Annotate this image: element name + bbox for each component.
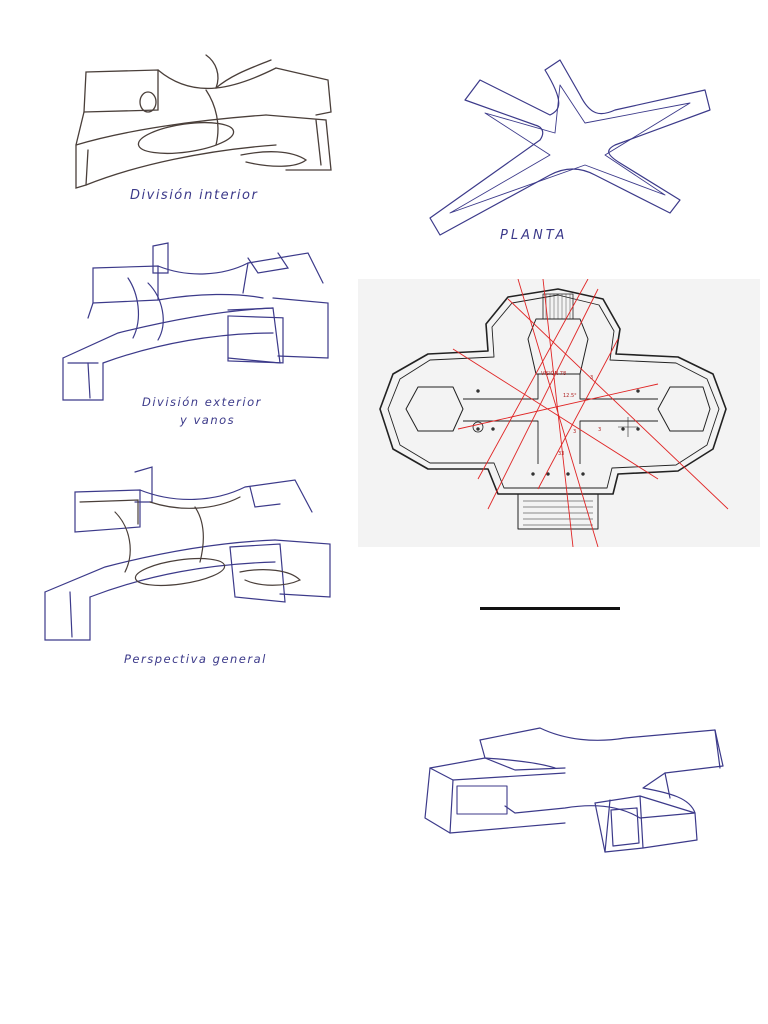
plan-angle-4: 3 xyxy=(573,429,576,435)
divider-line xyxy=(480,607,620,610)
caption-division-interior: División interior xyxy=(130,188,259,203)
sketch-final-perspective xyxy=(424,727,724,853)
caption-division-exterior-1: División exterior xyxy=(142,395,262,409)
caption-perspectiva-general: Perspectiva general xyxy=(124,652,267,666)
plan-label: VISIÓN 78 xyxy=(541,370,566,377)
plan-annotations: VISIÓN 78 3 12.5° 33 3 3 xyxy=(541,370,601,457)
plan-angle-3: 33 xyxy=(558,451,564,457)
plan-angle-5: 3 xyxy=(598,427,601,433)
plan-angle-2: 12.5° xyxy=(563,393,577,399)
floor-plan-scan: VISIÓN 78 3 12.5° 33 3 3 xyxy=(358,279,760,547)
floor-plan-drawing: VISIÓN 78 3 12.5° 33 3 3 xyxy=(379,279,729,547)
caption-division-exterior-2: y vanos xyxy=(180,413,236,427)
sketch-planta xyxy=(429,59,711,236)
plan-angle-1: 3 xyxy=(590,375,593,381)
sketch-division-interior xyxy=(75,54,332,189)
caption-planta: PLANTA xyxy=(500,228,568,243)
sketch-division-exterior xyxy=(62,242,329,401)
sketch-perspectiva-general xyxy=(44,466,331,641)
